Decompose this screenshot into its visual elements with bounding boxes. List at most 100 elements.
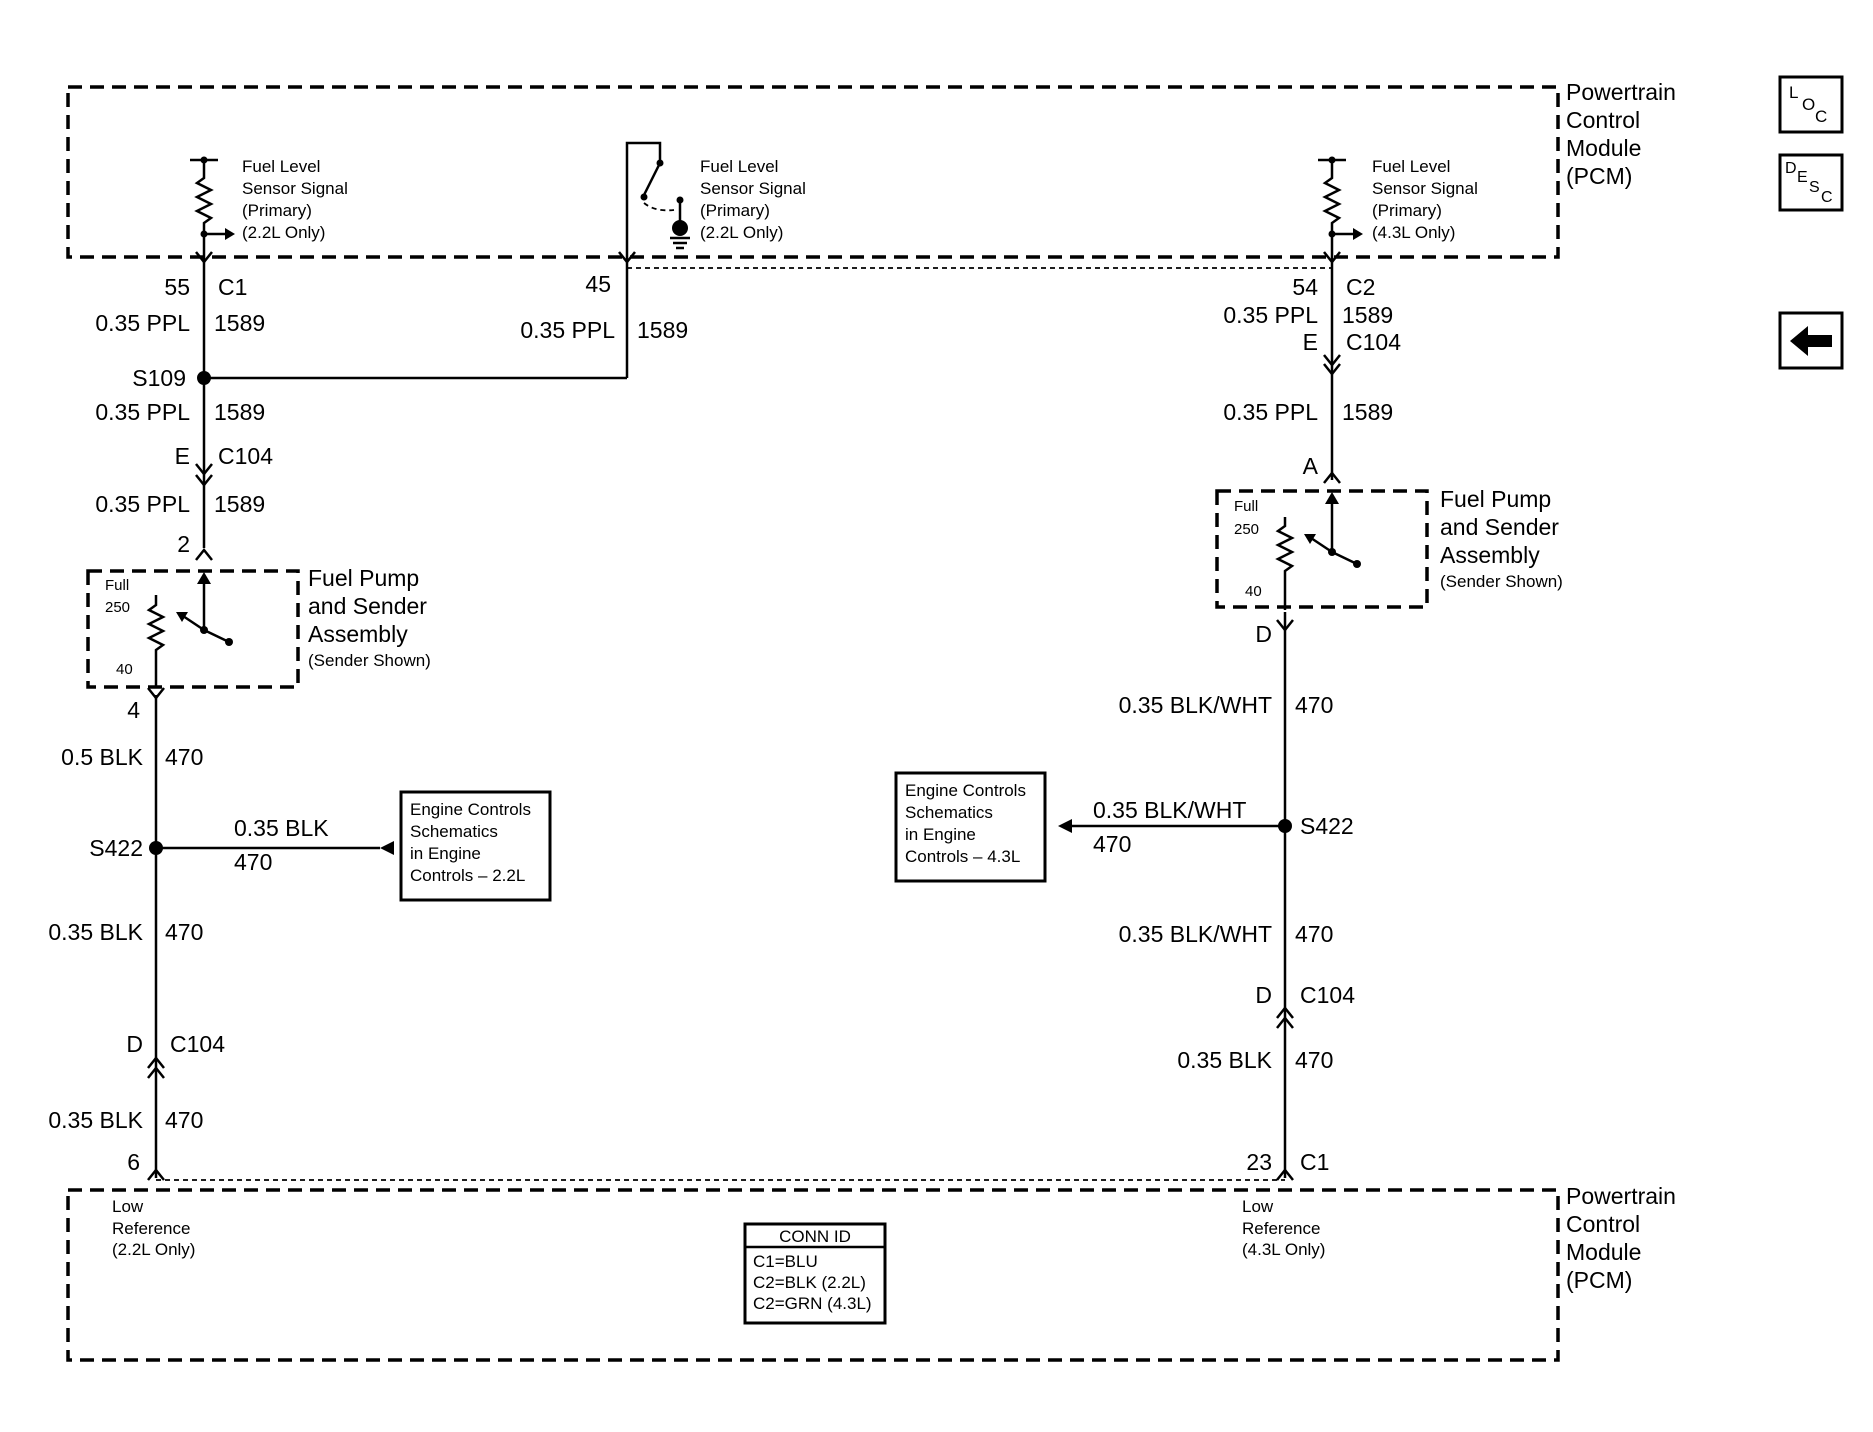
right-sender-symbol bbox=[1275, 492, 1361, 610]
right-c104-b: C104 bbox=[1300, 982, 1355, 1008]
pcm-bottom-label-3: Module bbox=[1566, 1239, 1641, 1265]
ref-right-line-4: Controls – 4.3L bbox=[905, 847, 1020, 866]
left-sensor-label-4: (2.2L Only) bbox=[242, 223, 325, 242]
left-sensor-label-1: Fuel Level bbox=[242, 157, 320, 176]
right-fuel-pump-box bbox=[1215, 489, 1429, 609]
pcm-bottom-box bbox=[66, 1188, 1560, 1362]
left-w2-gauge: 0.35 PPL bbox=[95, 399, 190, 425]
left-pin-2: 2 bbox=[177, 531, 190, 557]
left-fuel-pump-box bbox=[86, 569, 300, 689]
middle-sensor-label-4: (2.2L Only) bbox=[700, 223, 783, 242]
right-w2-gauge: 0.35 PPL bbox=[1223, 399, 1318, 425]
middle-sensor-symbol bbox=[625, 141, 690, 255]
pcm-top-label-4: (PCM) bbox=[1566, 163, 1632, 189]
engine-controls-2-2l-link[interactable]: Engine Controls Schematics in Engine Con… bbox=[399, 790, 552, 902]
left-w5-num: 470 bbox=[165, 919, 203, 945]
desc-letter-s: S bbox=[1809, 179, 1820, 196]
right-pump-40: 40 bbox=[1245, 583, 1262, 600]
right-c104-a: C104 bbox=[1346, 329, 1401, 355]
loc-letter-l: L bbox=[1789, 83, 1798, 102]
right-conn-c2: C2 bbox=[1346, 274, 1375, 300]
left-sensor-label-3: (Primary) bbox=[242, 201, 312, 220]
left-circuit-wires bbox=[147, 240, 636, 1181]
right-w1-num: 1589 bbox=[1342, 302, 1393, 328]
desc-letter-e: E bbox=[1797, 169, 1808, 186]
pcm-bottom-label-1: Powertrain bbox=[1566, 1183, 1676, 1209]
left-pin-6: 6 bbox=[127, 1149, 140, 1175]
ref-left-line-3: in Engine bbox=[410, 844, 481, 863]
loc-letter-o: O bbox=[1802, 95, 1815, 114]
low-ref-left-1: Low bbox=[112, 1197, 144, 1216]
left-splice-s422: S422 bbox=[89, 835, 143, 861]
right-w1-gauge: 0.35 PPL bbox=[1223, 302, 1318, 328]
loc-button[interactable]: L O C bbox=[1778, 75, 1844, 134]
left-w4-gauge: 0.5 BLK bbox=[61, 744, 143, 770]
left-pump-40: 40 bbox=[116, 661, 133, 678]
left-pump-label-2: and Sender bbox=[308, 593, 427, 619]
low-ref-left-2: Reference bbox=[112, 1219, 190, 1238]
right-w5-gauge: 0.35 BLK bbox=[1177, 1047, 1272, 1073]
middle-sensor-label-2: Sensor Signal bbox=[700, 179, 806, 198]
left-conn-c1: C1 bbox=[218, 274, 247, 300]
left-splice-s109: S109 bbox=[132, 365, 186, 391]
desc-letter-c: C bbox=[1821, 189, 1833, 206]
engine-controls-4-3l-link[interactable]: Engine Controls Schematics in Engine Con… bbox=[894, 771, 1047, 883]
low-ref-right-1: Low bbox=[1242, 1197, 1274, 1216]
ref-right-line-3: in Engine bbox=[905, 825, 976, 844]
left-w3-gauge: 0.35 PPL bbox=[95, 491, 190, 517]
pcm-bottom-label-4: (PCM) bbox=[1566, 1267, 1632, 1293]
right-pin-d: D bbox=[1255, 621, 1272, 647]
right-conn-d: D bbox=[1255, 982, 1272, 1008]
arrow-left-icon bbox=[1790, 326, 1832, 356]
conn-id-line-1: C1=BLU bbox=[753, 1252, 818, 1271]
right-sensor-label-2: Sensor Signal bbox=[1372, 179, 1478, 198]
right-branch-gauge: 0.35 BLK/WHT bbox=[1093, 797, 1246, 823]
left-pump-full: Full bbox=[105, 577, 129, 594]
left-sensor-symbol bbox=[190, 156, 235, 240]
left-mid-gauge: 0.35 PPL bbox=[520, 317, 615, 343]
right-pump-full: Full bbox=[1234, 498, 1258, 515]
left-w6-gauge: 0.35 BLK bbox=[48, 1107, 143, 1133]
right-sensor-label-3: (Primary) bbox=[1372, 201, 1442, 220]
pcm-top-label-2: Control bbox=[1566, 107, 1640, 133]
low-ref-right-2: Reference bbox=[1242, 1219, 1320, 1238]
left-sender-symbol bbox=[146, 572, 233, 688]
left-branch-num: 470 bbox=[234, 849, 272, 875]
right-w5-num: 470 bbox=[1295, 1047, 1333, 1073]
left-c104-a: C104 bbox=[218, 443, 273, 469]
right-w4-num: 470 bbox=[1295, 921, 1333, 947]
left-w1-gauge: 0.35 PPL bbox=[95, 310, 190, 336]
pcm-top-label-1: Powertrain bbox=[1566, 79, 1676, 105]
pcm-top-label-3: Module bbox=[1566, 135, 1641, 161]
middle-sensor-label-1: Fuel Level bbox=[700, 157, 778, 176]
left-w3-num: 1589 bbox=[214, 491, 265, 517]
right-pump-label-3: Assembly bbox=[1440, 542, 1540, 568]
right-pump-250: 250 bbox=[1234, 521, 1259, 538]
right-circuit-wires bbox=[1058, 240, 1341, 1181]
right-pump-label-1: Fuel Pump bbox=[1440, 486, 1551, 512]
back-button[interactable] bbox=[1778, 311, 1844, 370]
right-pump-label-2: and Sender bbox=[1440, 514, 1559, 540]
left-mid-num: 1589 bbox=[637, 317, 688, 343]
left-pin-45: 45 bbox=[585, 271, 611, 297]
right-sensor-symbol bbox=[1318, 156, 1363, 240]
left-pump-label-4: (Sender Shown) bbox=[308, 651, 431, 670]
ref-left-line-2: Schematics bbox=[410, 822, 498, 841]
right-w4-gauge: 0.35 BLK/WHT bbox=[1119, 921, 1272, 947]
desc-button[interactable]: D E S C bbox=[1778, 153, 1844, 212]
ref-left-line-4: Controls – 2.2L bbox=[410, 866, 525, 885]
right-sensor-label-4: (4.3L Only) bbox=[1372, 223, 1455, 242]
right-pin-23: 23 bbox=[1246, 1149, 1272, 1175]
left-sensor-label-2: Sensor Signal bbox=[242, 179, 348, 198]
left-conn-e: E bbox=[175, 443, 190, 469]
middle-sensor-label-3: (Primary) bbox=[700, 201, 770, 220]
right-w3-num: 470 bbox=[1295, 692, 1333, 718]
left-pump-250: 250 bbox=[105, 599, 130, 616]
left-branch-gauge: 0.35 BLK bbox=[234, 815, 329, 841]
right-pin-54: 54 bbox=[1292, 274, 1318, 300]
right-splice-s422: S422 bbox=[1300, 813, 1354, 839]
pcm-top-box bbox=[66, 85, 1560, 259]
right-conn-c1: C1 bbox=[1300, 1149, 1329, 1175]
ref-left-line-1: Engine Controls bbox=[410, 800, 531, 819]
